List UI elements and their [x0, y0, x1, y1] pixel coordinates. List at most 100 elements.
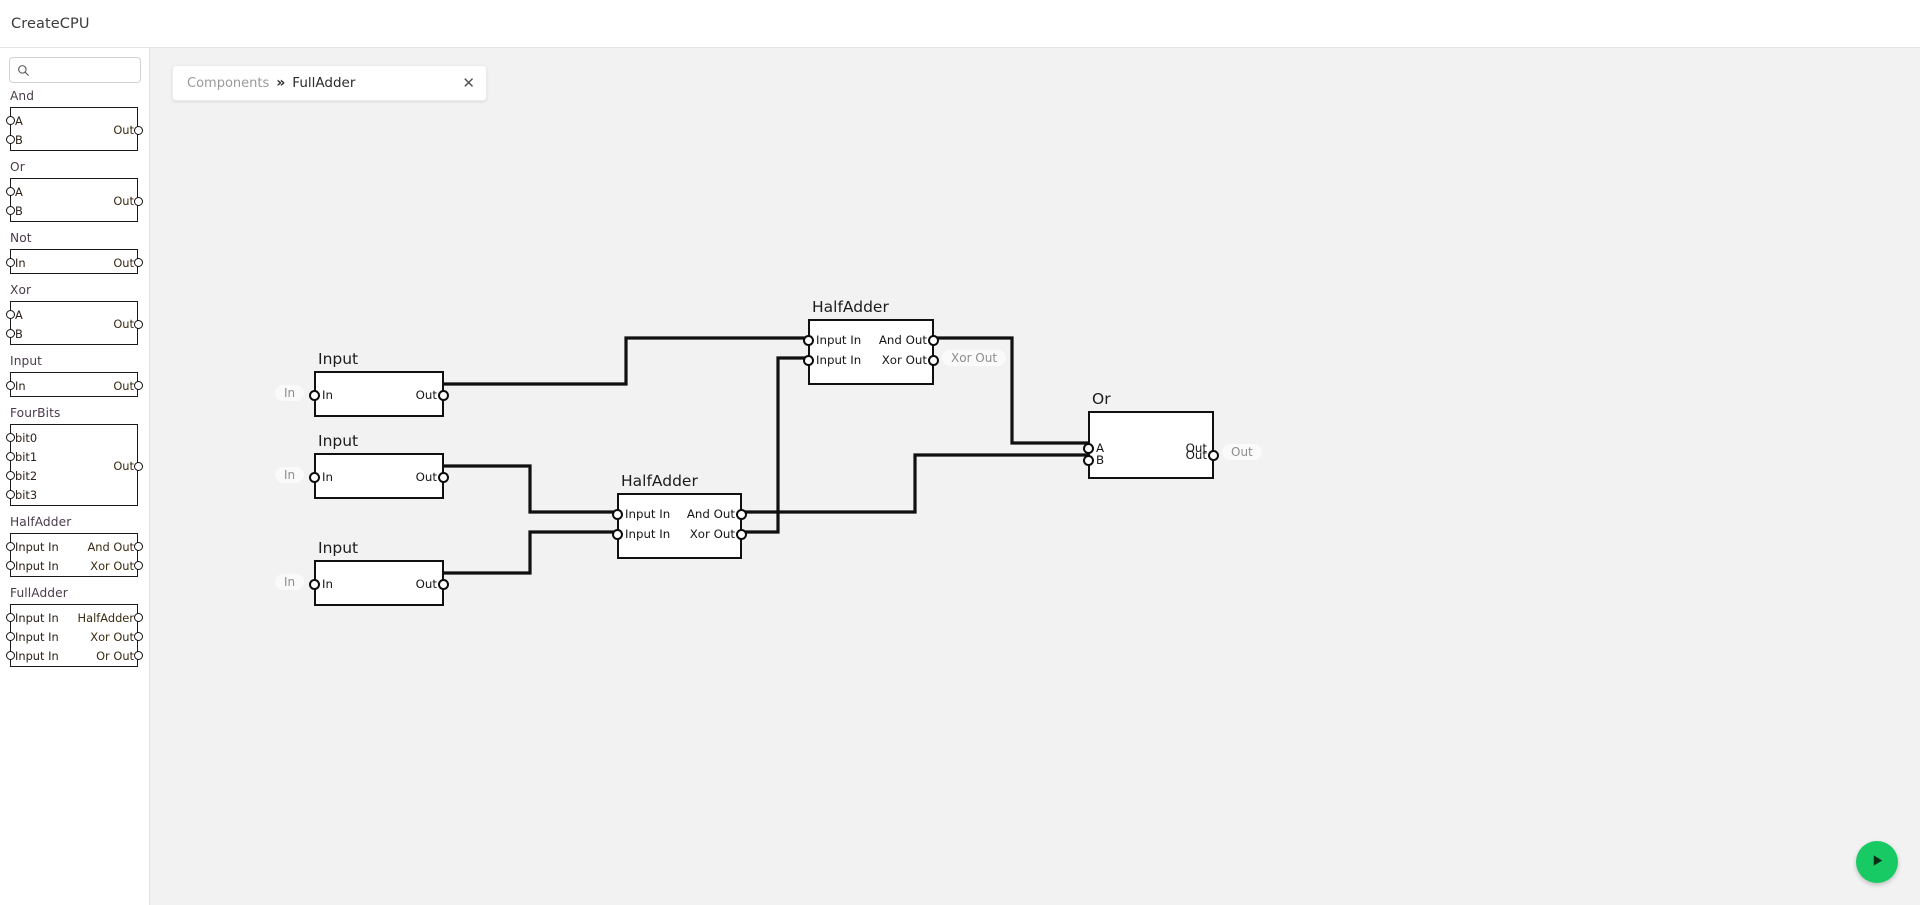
- pin-name-pill: In: [275, 385, 305, 401]
- search-box[interactable]: [9, 57, 149, 83]
- palette-input-pin[interactable]: [5, 135, 15, 144]
- palette-input-pin[interactable]: [5, 452, 15, 461]
- palette-pin-row: bit0: [11, 428, 137, 447]
- canvas-input-pin[interactable]: [803, 354, 815, 366]
- palette-input-pin[interactable]: [5, 651, 15, 660]
- palette-pin-row: Input In: [11, 646, 137, 665]
- palette-input-pin[interactable]: [5, 542, 15, 551]
- palette-output-pin[interactable]: [133, 258, 143, 267]
- canvas-input-pin-label: Input In: [816, 353, 862, 367]
- palette-input-pin[interactable]: [5, 632, 15, 641]
- canvas-input-pin[interactable]: [309, 471, 321, 483]
- palette-pin-row: A: [11, 182, 137, 201]
- palette-output-pin[interactable]: [133, 319, 143, 329]
- canvas-output-pin[interactable]: [437, 578, 449, 590]
- canvas-output-pin[interactable]: [735, 508, 747, 520]
- palette-item-glyph[interactable]: In Out: [5, 372, 143, 397]
- palette-output-pin-label: Or Out: [96, 648, 134, 663]
- palette-output-pin[interactable]: [133, 613, 143, 622]
- canvas-node-title: Input: [318, 539, 359, 557]
- palette-input-pin[interactable]: [5, 329, 15, 338]
- palette-input-pin[interactable]: [5, 433, 15, 442]
- canvas-input-pin[interactable]: [1083, 442, 1095, 454]
- canvas-output-pin[interactable]: [927, 354, 939, 366]
- palette-input-pin[interactable]: [5, 613, 15, 622]
- palette-output-pin[interactable]: [133, 542, 143, 551]
- palette-input-pin-label: bit2: [15, 468, 38, 483]
- canvas-output-pin-label: And Out: [878, 333, 927, 347]
- palette-input-pin[interactable]: [5, 116, 15, 125]
- search-input[interactable]: [35, 63, 149, 77]
- palette-output-pin[interactable]: [133, 196, 143, 206]
- breadcrumb-root[interactable]: Components: [187, 75, 270, 91]
- canvas-input-pin[interactable]: [803, 334, 815, 346]
- palette-item-label: HalfAdder: [10, 515, 72, 529]
- canvas-input-pin[interactable]: [1083, 454, 1095, 466]
- canvas-output-pin-label: Out: [415, 388, 437, 402]
- palette-output-row: Or Out: [11, 646, 137, 665]
- palette-pin-row: bit1: [11, 447, 137, 466]
- canvas-input-pin[interactable]: [309, 578, 321, 590]
- search-wrapper: [0, 48, 149, 83]
- palette-output-pin[interactable]: [133, 381, 143, 390]
- palette-output-pin[interactable]: [133, 561, 143, 570]
- palette-input-pin[interactable]: [5, 471, 15, 480]
- search-icon: [17, 64, 30, 77]
- palette-input-pin-label: Input In: [15, 610, 59, 625]
- canvas-node-title: Input: [318, 432, 359, 450]
- palette-output-pin[interactable]: [133, 125, 143, 135]
- palette-input-pin[interactable]: [5, 561, 15, 570]
- palette-input-pin[interactable]: [5, 187, 15, 196]
- palette-output-pin[interactable]: [133, 461, 143, 471]
- palette-output-pin-label: Out: [113, 378, 134, 393]
- canvas-input-pin[interactable]: [612, 508, 624, 520]
- editor-tab-fulladder[interactable]: Components » FullAdder ✕: [172, 65, 487, 101]
- close-icon[interactable]: ✕: [462, 73, 475, 92]
- palette-input-pin[interactable]: [5, 490, 15, 499]
- palette-input-pin[interactable]: [5, 258, 15, 267]
- palette-input-pin[interactable]: [5, 310, 15, 319]
- palette-input-pin-label: In: [15, 378, 26, 393]
- canvas-input-pin[interactable]: [309, 389, 321, 401]
- canvas-input-pin[interactable]: [612, 528, 624, 540]
- palette-output-pin[interactable]: [133, 632, 143, 641]
- canvas-input-pin-label: Input In: [625, 507, 671, 521]
- canvas-output-pin[interactable]: [735, 528, 747, 540]
- palette-input-pin[interactable]: [5, 381, 15, 390]
- canvas-output-pin[interactable]: [437, 471, 449, 483]
- play-icon: [1870, 853, 1885, 871]
- palette-output-pin[interactable]: [133, 651, 143, 660]
- run-simulation-button[interactable]: [1856, 841, 1898, 883]
- canvas-output-pin[interactable]: [437, 389, 449, 401]
- canvas-output-pin-label: Out: [1185, 441, 1207, 455]
- canvas-output-pin[interactable]: [927, 334, 939, 346]
- palette-input-pin[interactable]: [5, 206, 15, 215]
- canvas-output-pin[interactable]: [1207, 449, 1219, 461]
